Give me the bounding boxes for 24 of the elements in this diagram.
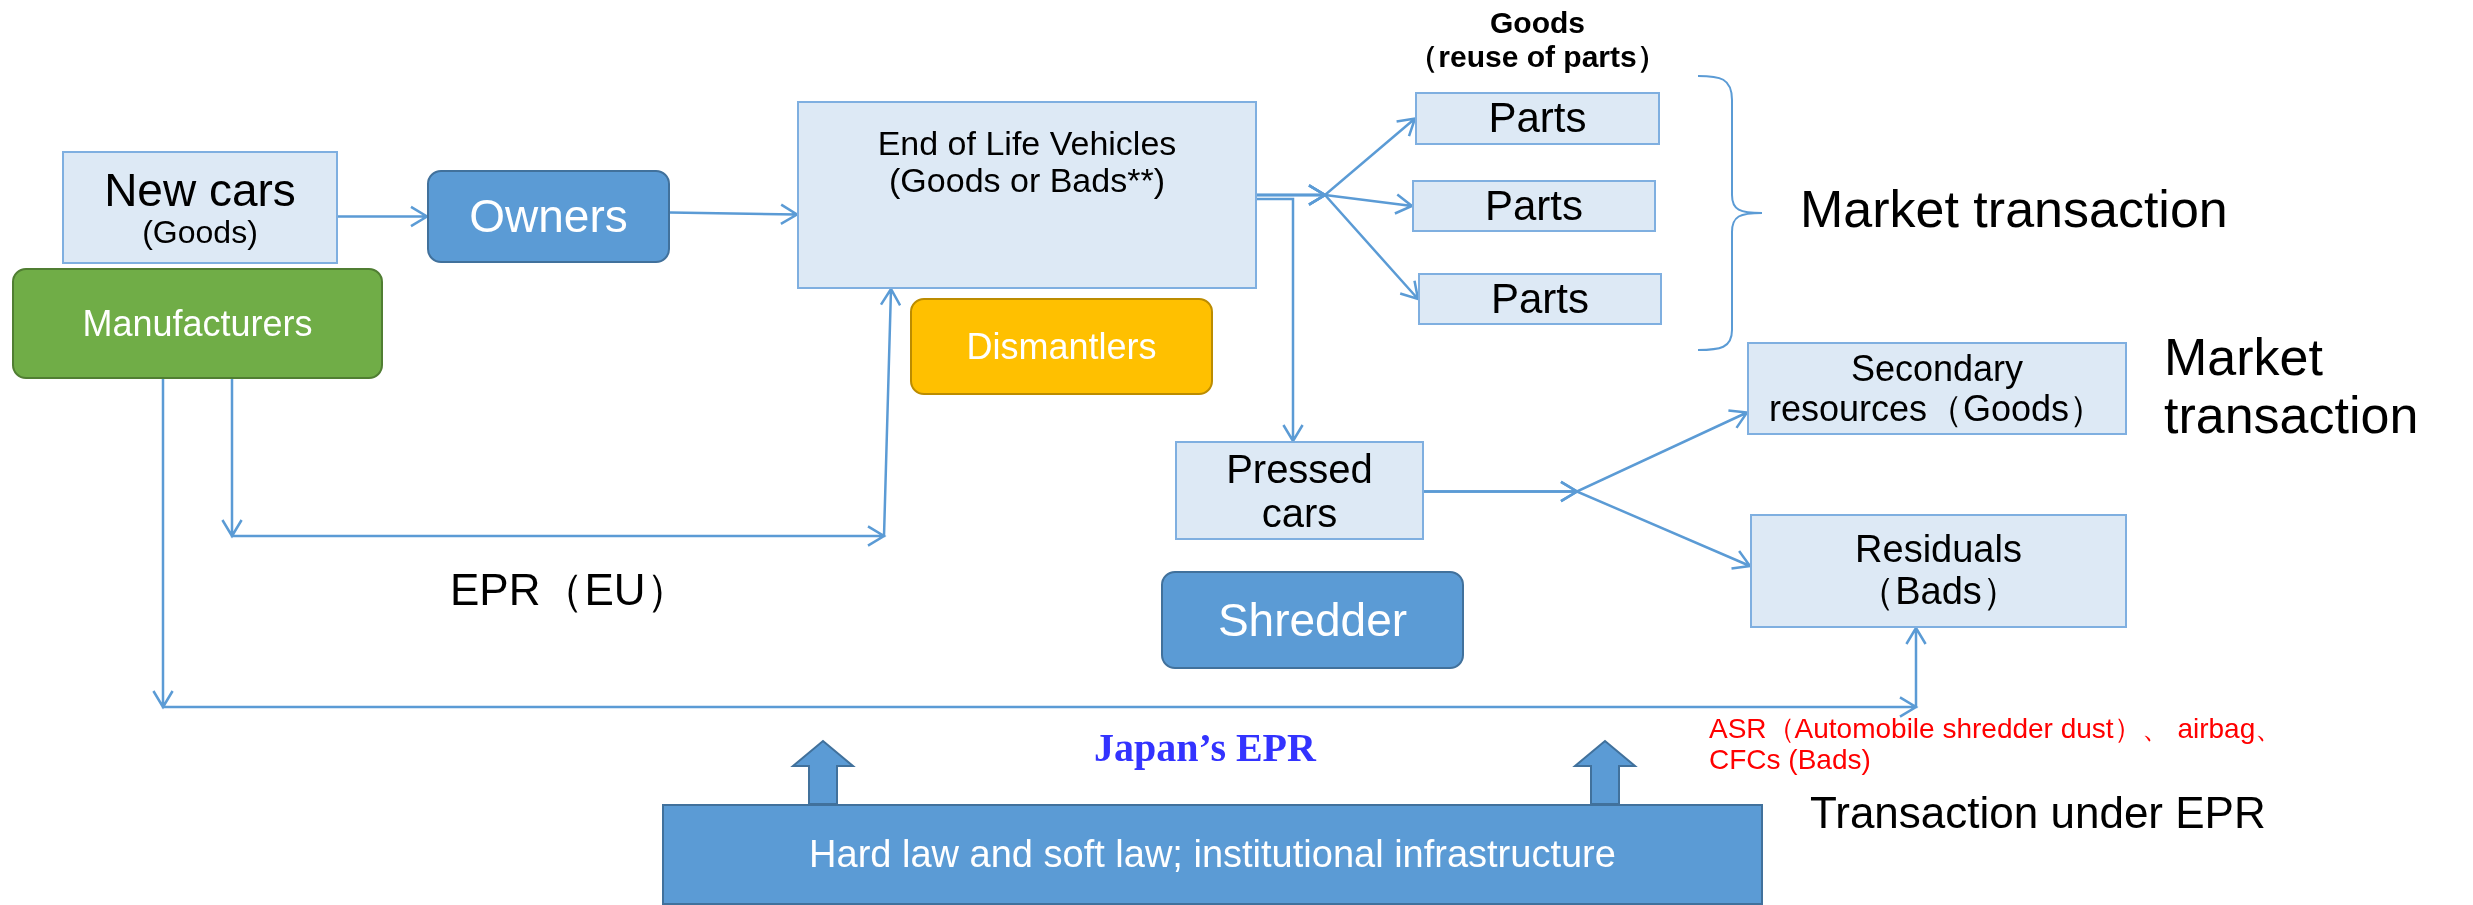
annotation-text: Market transaction [1800, 180, 2229, 239]
process-box: Manufacturers [12, 268, 383, 379]
annotation-text: ASR（Automobile shredder dust）、 airbag、CFCs (Bads) [1709, 713, 2285, 776]
box-title: New cars [104, 164, 296, 216]
block-arrow [1572, 739, 1638, 805]
section-heading: Goods （reuse of parts） [1407, 6, 1668, 74]
box-subtitle: (Goods) [142, 215, 258, 251]
process-box: Secondary resources（Goods） [1747, 342, 2127, 435]
annotation-text: Market transaction [2164, 328, 2420, 445]
process-box: Shredder [1161, 571, 1464, 669]
annotation-text: Transaction under EPR [1810, 788, 2267, 838]
process-box: Hard law and soft law; institutional infrastructure [662, 804, 1763, 905]
block-arrow [790, 739, 856, 805]
arrow [152, 377, 1927, 718]
process-box: End of Life Vehicles (Goods or Bads**) [797, 101, 1257, 289]
process-box: Dismantlers [910, 298, 1213, 395]
process-box [62, 151, 338, 264]
process-box: Owners [427, 170, 670, 263]
process-box: Parts [1418, 273, 1662, 325]
annotation-text: EPR（EU） [450, 565, 691, 615]
process-box: Parts [1412, 180, 1656, 232]
process-box: Pressed cars [1175, 441, 1424, 540]
process-box: Parts [1415, 92, 1660, 145]
process-box: Residuals （Bads） [1750, 514, 2127, 628]
